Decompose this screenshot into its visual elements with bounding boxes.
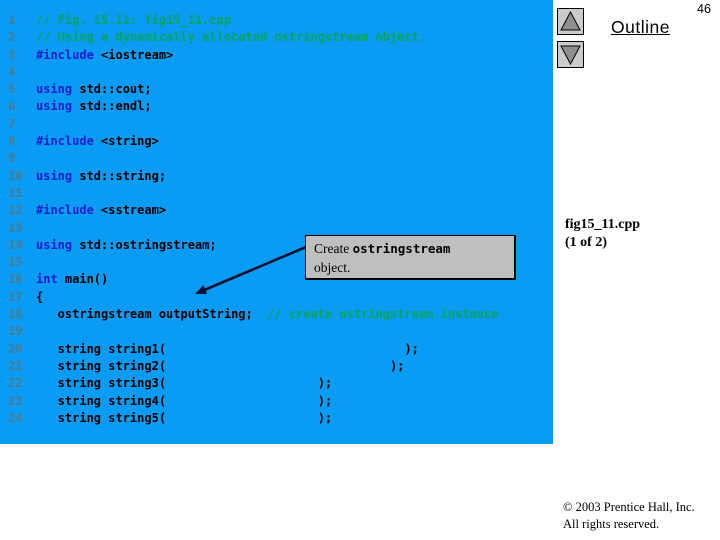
- line-number: 24: [8, 410, 23, 425]
- code-line: 3 #include <iostream>: [0, 47, 553, 64]
- code-text: #include <sstream>: [36, 203, 167, 218]
- callout-text: Create: [314, 241, 353, 256]
- callout-line2: object.: [314, 260, 351, 275]
- line-number: 6: [8, 99, 16, 114]
- code-text: using std::string;: [36, 168, 167, 183]
- callout-line1: Create ostringstream: [314, 239, 514, 258]
- code-line: 6 using std::endl;: [0, 98, 553, 115]
- code-line: 21 string string2( );: [0, 358, 553, 375]
- line-number: 20: [8, 341, 23, 356]
- nav-down-button[interactable]: [557, 41, 584, 68]
- up-arrow-icon: [560, 10, 581, 31]
- code-line: 5 using std::cout;: [0, 81, 553, 98]
- code-text: string string4( );: [36, 393, 333, 408]
- code-line: 9: [0, 150, 553, 167]
- line-number: 2: [8, 30, 16, 45]
- code-line: 1 // Fig. 15.11: fig15_11.cpp: [0, 12, 553, 29]
- line-number: 15: [8, 255, 23, 270]
- line-number: 12: [8, 203, 23, 218]
- outline-link[interactable]: Outline: [611, 17, 670, 37]
- callout-code-text: ostringstream: [352, 241, 451, 256]
- code-text: string string3( );: [36, 376, 333, 391]
- line-number: 10: [8, 168, 23, 183]
- nav-up-button[interactable]: [557, 8, 584, 35]
- callout-box: Create ostringstream object.: [305, 235, 516, 280]
- code-line: 20 string string1( );: [0, 341, 553, 358]
- copyright-line1: © 2003 Prentice Hall, Inc.: [563, 500, 695, 514]
- code-text: string string2( );: [36, 358, 405, 373]
- code-line: 14 using std::ostringstream;: [0, 237, 553, 254]
- line-number: 14: [8, 237, 23, 252]
- code-line: 2 // Using a dynamically allocated ostrin…: [0, 29, 553, 46]
- code-line: 13: [0, 220, 553, 237]
- code-text: {: [36, 289, 44, 304]
- line-number: 21: [8, 358, 23, 373]
- fig-label-line2: (1 of 2): [565, 235, 607, 250]
- code-text: #include <string>: [36, 134, 159, 149]
- line-number: 13: [8, 220, 23, 235]
- code-line: 11: [0, 185, 553, 202]
- fig-label-line1: fig15_11.cpp: [565, 217, 641, 232]
- line-number: 5: [8, 82, 16, 97]
- line-number: 9: [8, 151, 16, 166]
- code-line: 24 string string5( );: [0, 410, 553, 427]
- code-line: 22 string string3( );: [0, 375, 553, 392]
- line-number: 7: [8, 116, 16, 131]
- line-number: 19: [8, 324, 23, 339]
- line-number: 1: [8, 13, 16, 27]
- code-text: using std::ostringstream;: [36, 237, 217, 252]
- page-number: 46: [697, 2, 711, 16]
- line-number: 22: [8, 376, 23, 391]
- code-lines: 1 // Fig. 15.11: fig15_11.cpp 2 // Using a …: [0, 12, 553, 427]
- code-line: 17 {: [0, 289, 553, 306]
- code-text: string string5( );: [36, 410, 333, 425]
- code-line: 23 string string4( );: [0, 393, 553, 410]
- code-line: 15: [0, 254, 553, 271]
- line-number: 3: [8, 47, 16, 62]
- line-number: 11: [8, 185, 23, 200]
- code-line: 10 using std::string;: [0, 168, 553, 185]
- down-arrow-icon: [560, 45, 581, 66]
- fig-label: fig15_11.cpp (1 of 2): [565, 216, 640, 252]
- code-text: // Using a dynamically allocated ostring…: [36, 30, 427, 45]
- code-text: #include <iostream>: [36, 47, 174, 62]
- code-text: int main(): [36, 272, 109, 287]
- code-text: using std::endl;: [36, 99, 152, 114]
- code-text: using std::cout;: [36, 82, 152, 97]
- line-number: 8: [8, 134, 16, 149]
- line-number: 18: [8, 307, 23, 322]
- code-text: // Fig. 15.11: fig15_11.cpp: [36, 13, 232, 27]
- code-panel: 1 // Fig. 15.11: fig15_11.cpp 2 // Using a …: [0, 0, 553, 444]
- code-line: 18 ostringstream outputString; // create…: [0, 306, 553, 323]
- code-line: 16 int main(): [0, 271, 553, 288]
- copyright: © 2003 Prentice Hall, Inc. All rights re…: [563, 499, 695, 533]
- code-line: 19: [0, 323, 553, 340]
- line-number: 16: [8, 272, 23, 287]
- code-line: 8 #include <string>: [0, 133, 553, 150]
- line-number: 23: [8, 393, 23, 408]
- code-text: string string1( );: [36, 341, 419, 356]
- copyright-line2: All rights reserved.: [563, 517, 660, 531]
- code-text: ostringstream outputString; // create os…: [36, 307, 499, 322]
- line-number: 4: [8, 64, 16, 79]
- line-number: 17: [8, 289, 23, 304]
- code-line: 4: [0, 64, 553, 81]
- code-line: 7: [0, 116, 553, 133]
- code-line: 12 #include <sstream>: [0, 202, 553, 219]
